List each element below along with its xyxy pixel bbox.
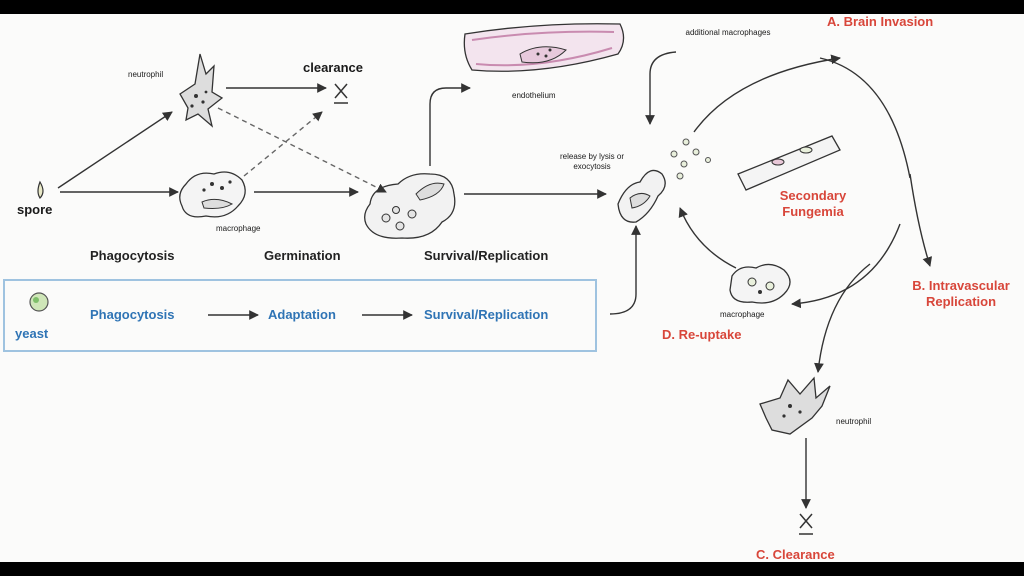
- arrow-additional-macrophages: [645, 51, 677, 125]
- endothelium-vessel: [463, 23, 625, 72]
- outcome-clearance: C. Clearance: [756, 547, 835, 562]
- arrow-reuptake-to-release: [678, 207, 737, 269]
- arrow-dashed-neutrophil-to-survival: [217, 107, 387, 193]
- stage-germination: Germination: [264, 248, 341, 263]
- arrow-cycle-to-reuptake: [791, 223, 901, 309]
- stage-survival-replication: Survival/Replication: [424, 248, 549, 263]
- diagram-canvas: neutrophil clearance spore macrophage en…: [0, 14, 1024, 562]
- secondary-fungemia-label: Secondary Fungemia: [779, 188, 847, 219]
- outcome-brain-invasion: A. Brain Invasion: [827, 14, 934, 29]
- clearance-label-top: clearance: [303, 60, 363, 75]
- outcome-re-uptake: D. Re-uptake: [662, 327, 742, 342]
- yeast-step-phagocytosis: Phagocytosis: [90, 307, 175, 322]
- diagram-artwork: [29, 23, 933, 535]
- arrow-to-intravascular: [909, 173, 933, 267]
- additional-macrophages-label: additional macrophages: [685, 28, 771, 37]
- infected-macrophage-cell: [364, 173, 456, 239]
- yeast-label: yeast: [15, 326, 49, 341]
- spore-icon: [37, 180, 44, 199]
- clearance-bottom-x-icon: [799, 513, 813, 535]
- release-label: release by lysis or exocytosis: [559, 152, 625, 171]
- macrophage-cell-left: [179, 171, 246, 218]
- outcome-intravascular-replication: B. Intravascular Replication: [912, 278, 1010, 309]
- macrophage-cell-right: [729, 263, 791, 304]
- arrow-spore-to-neutrophil: [57, 111, 173, 189]
- yeast-pathway-box: [3, 279, 597, 352]
- stage-phagocytosis: Phagocytosis: [90, 248, 175, 263]
- yeast-step-survival-replication: Survival/Replication: [424, 307, 549, 322]
- arrow-dashed-macrophage-to-clearance: [243, 111, 323, 177]
- arrow-cycle-to-neutrophil: [814, 263, 871, 373]
- macrophage-label-right: macrophage: [720, 310, 765, 319]
- arrows: [57, 51, 933, 509]
- neutrophil-label-bottom: neutrophil: [836, 417, 872, 426]
- neutrophil-cell-bottom: [759, 376, 831, 435]
- lysing-macrophage-cell: [617, 138, 711, 223]
- clearance-x-icon: [334, 83, 348, 104]
- endothelium-label: endothelium: [512, 91, 556, 100]
- arrow-survival-to-endothelium: [429, 83, 471, 166]
- yeast-cell-icon: [29, 292, 49, 312]
- macrophage-label-left: macrophage: [216, 224, 261, 233]
- neutrophil-label-top: neutrophil: [128, 70, 164, 79]
- arrow-yeast-box-to-release: [609, 225, 641, 315]
- neutrophil-cell-top: [179, 53, 224, 128]
- arrow-cycle-to-brain: [693, 54, 841, 133]
- blood-vessel-icon: [737, 135, 841, 191]
- arrow-cycle-top-arc: [819, 57, 911, 179]
- yeast-step-adaptation: Adaptation: [268, 307, 336, 322]
- spore-label: spore: [17, 202, 53, 217]
